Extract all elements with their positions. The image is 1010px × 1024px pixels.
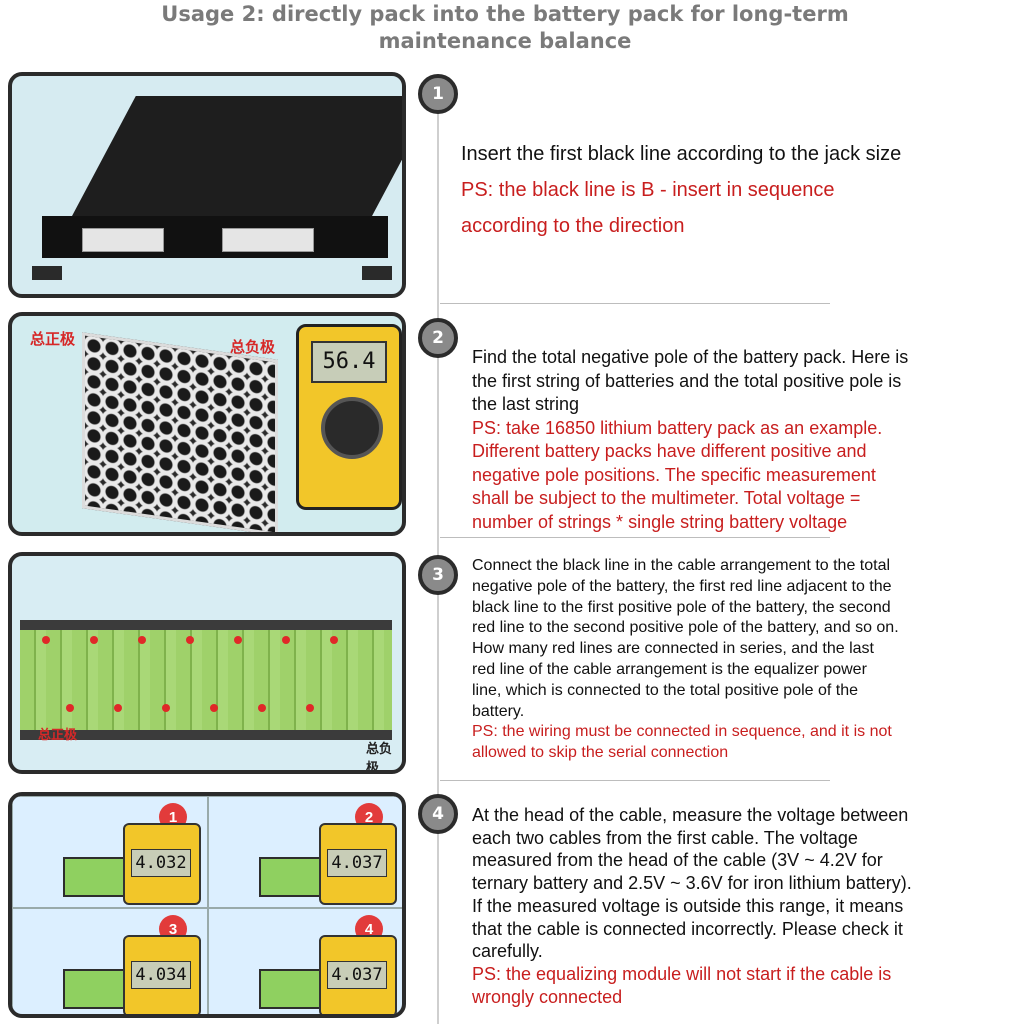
- connection-dot: [186, 636, 194, 644]
- step3-ps: allowed to skip the serial connection: [472, 744, 729, 762]
- connection-dot: [138, 636, 146, 644]
- step4-line: that the cable is connected incorrectly.…: [472, 918, 903, 939]
- measurement-cell: 4 4.037: [208, 908, 402, 1014]
- connection-dot: [330, 636, 338, 644]
- connection-dot: [258, 704, 266, 712]
- step1-ps: PS: the black line is B - insert in sequ…: [461, 179, 835, 201]
- step4-measure-photo: 1 4.032 2 4.037 3 4.034 4 4.037: [8, 792, 406, 1018]
- step-number-4: 4: [418, 794, 458, 834]
- step3-ps: PS: the wiring must be connected in sequ…: [472, 723, 892, 741]
- divider: [440, 780, 830, 781]
- step4-line: measured from the head of the cable (3V …: [472, 850, 883, 871]
- meter-reading: 4.037: [327, 849, 387, 877]
- step1-device-photo: [8, 72, 406, 298]
- measurement-cell: 3 4.034: [12, 908, 208, 1014]
- step1-text: Insert the first black line according to…: [461, 136, 901, 244]
- meter-reading: 4.037: [327, 961, 387, 989]
- mini-multimeter: 4.037: [319, 823, 397, 905]
- meter-reading: 4.032: [131, 849, 191, 877]
- step4-ps: wrongly connected: [472, 986, 623, 1007]
- connection-dot: [234, 636, 242, 644]
- step4-line: carefully.: [472, 941, 543, 962]
- connection-dot: [42, 636, 50, 644]
- step3-line: red line of the cable arrangement is the…: [472, 660, 867, 678]
- step3-line: Connect the black line in the cable arra…: [472, 557, 891, 574]
- step4-line: At the head of the cable, measure the vo…: [472, 805, 909, 825]
- step3-line: negative pole of the battery, the first …: [472, 577, 892, 595]
- jack-port: [82, 228, 164, 252]
- step2-battery-photo: 总正极 总负极 56.4: [8, 312, 406, 536]
- step2-line: the last string: [472, 394, 580, 414]
- step4-line: ternary battery and 2.5V ~ 3.6V for iron…: [472, 873, 912, 894]
- step-number-3: 3: [418, 555, 458, 595]
- step4-line: each two cables from the first cable. Th…: [472, 827, 858, 848]
- step3-line: black line to the first positive pole of…: [472, 598, 891, 616]
- measurement-cell: 2 4.037: [208, 796, 402, 908]
- battery-cells: [63, 857, 131, 897]
- connection-dot: [282, 636, 290, 644]
- step4-line: If the measured voltage is outside this …: [472, 895, 904, 916]
- divider: [440, 537, 830, 538]
- step3-line: How many red lines are connected in seri…: [472, 640, 874, 658]
- mini-multimeter: 4.034: [123, 935, 201, 1014]
- page-title-line2: maintenance balance: [378, 29, 632, 53]
- step2-line: the first string of batteries and the to…: [472, 370, 902, 391]
- step-number-1: 1: [418, 74, 458, 114]
- step-number-2: 2: [418, 318, 458, 358]
- step2-ps: negative pole positions. The specific me…: [472, 464, 876, 485]
- total-positive-label: 总正极: [38, 727, 78, 742]
- jack-port: [222, 228, 314, 252]
- step2-text: Find the total negative pole of the batt…: [472, 346, 908, 534]
- connection-dot: [66, 704, 74, 712]
- step4-ps: PS: the equalizing module will not start…: [472, 963, 892, 984]
- step2-ps: PS: take 16850 lithium battery pack as a…: [472, 417, 883, 438]
- battery-cells: [63, 969, 131, 1009]
- connection-dot: [306, 704, 314, 712]
- step3-line: battery.: [472, 702, 525, 720]
- battery-cells: [259, 857, 327, 897]
- step3-line: line, which is connected to the total po…: [472, 681, 859, 699]
- total-positive-label: 总正极: [30, 331, 76, 348]
- multimeter: 56.4: [296, 324, 402, 510]
- meter-dial: [321, 397, 383, 459]
- divider: [440, 303, 830, 304]
- step1-ps: according to the direction: [461, 215, 685, 237]
- connection-dot: [210, 704, 218, 712]
- connection-dot: [114, 704, 122, 712]
- mount-ear: [32, 266, 62, 280]
- step3-text: Connect the black line in the cable arra…: [472, 556, 899, 764]
- battery-pack: [82, 332, 278, 532]
- step4-text: At the head of the cable, measure the vo…: [472, 804, 912, 1008]
- meter-reading: 4.034: [131, 961, 191, 989]
- measurement-cell: 1 4.032: [12, 796, 208, 908]
- page-title-line1: Usage 2: directly pack into the battery …: [161, 2, 849, 26]
- mini-multimeter: 4.037: [319, 935, 397, 1014]
- total-negative-label: 总负极: [366, 741, 393, 774]
- battery-cells: [259, 969, 327, 1009]
- step1-line: Insert the first black line according to…: [461, 143, 902, 165]
- step2-line: Find the total negative pole of the batt…: [472, 347, 909, 367]
- step2-ps: Different battery packs have different p…: [472, 441, 867, 461]
- step2-ps: shall be subject to the multimeter. Tota…: [472, 488, 861, 508]
- connection-dot: [162, 704, 170, 712]
- connection-dot: [90, 636, 98, 644]
- mount-ear: [362, 266, 392, 280]
- timeline-line: [437, 78, 439, 1024]
- meter-reading: 56.4: [311, 341, 387, 383]
- device-top: [72, 96, 402, 216]
- step2-ps: number of strings * single string batter…: [472, 511, 848, 532]
- mini-multimeter: 4.032: [123, 823, 201, 905]
- total-negative-label: 总负极: [230, 339, 276, 356]
- step3-wiring-photo: 总正极 总负极: [8, 552, 406, 774]
- step3-line: red line to the second positive pole of …: [472, 619, 899, 637]
